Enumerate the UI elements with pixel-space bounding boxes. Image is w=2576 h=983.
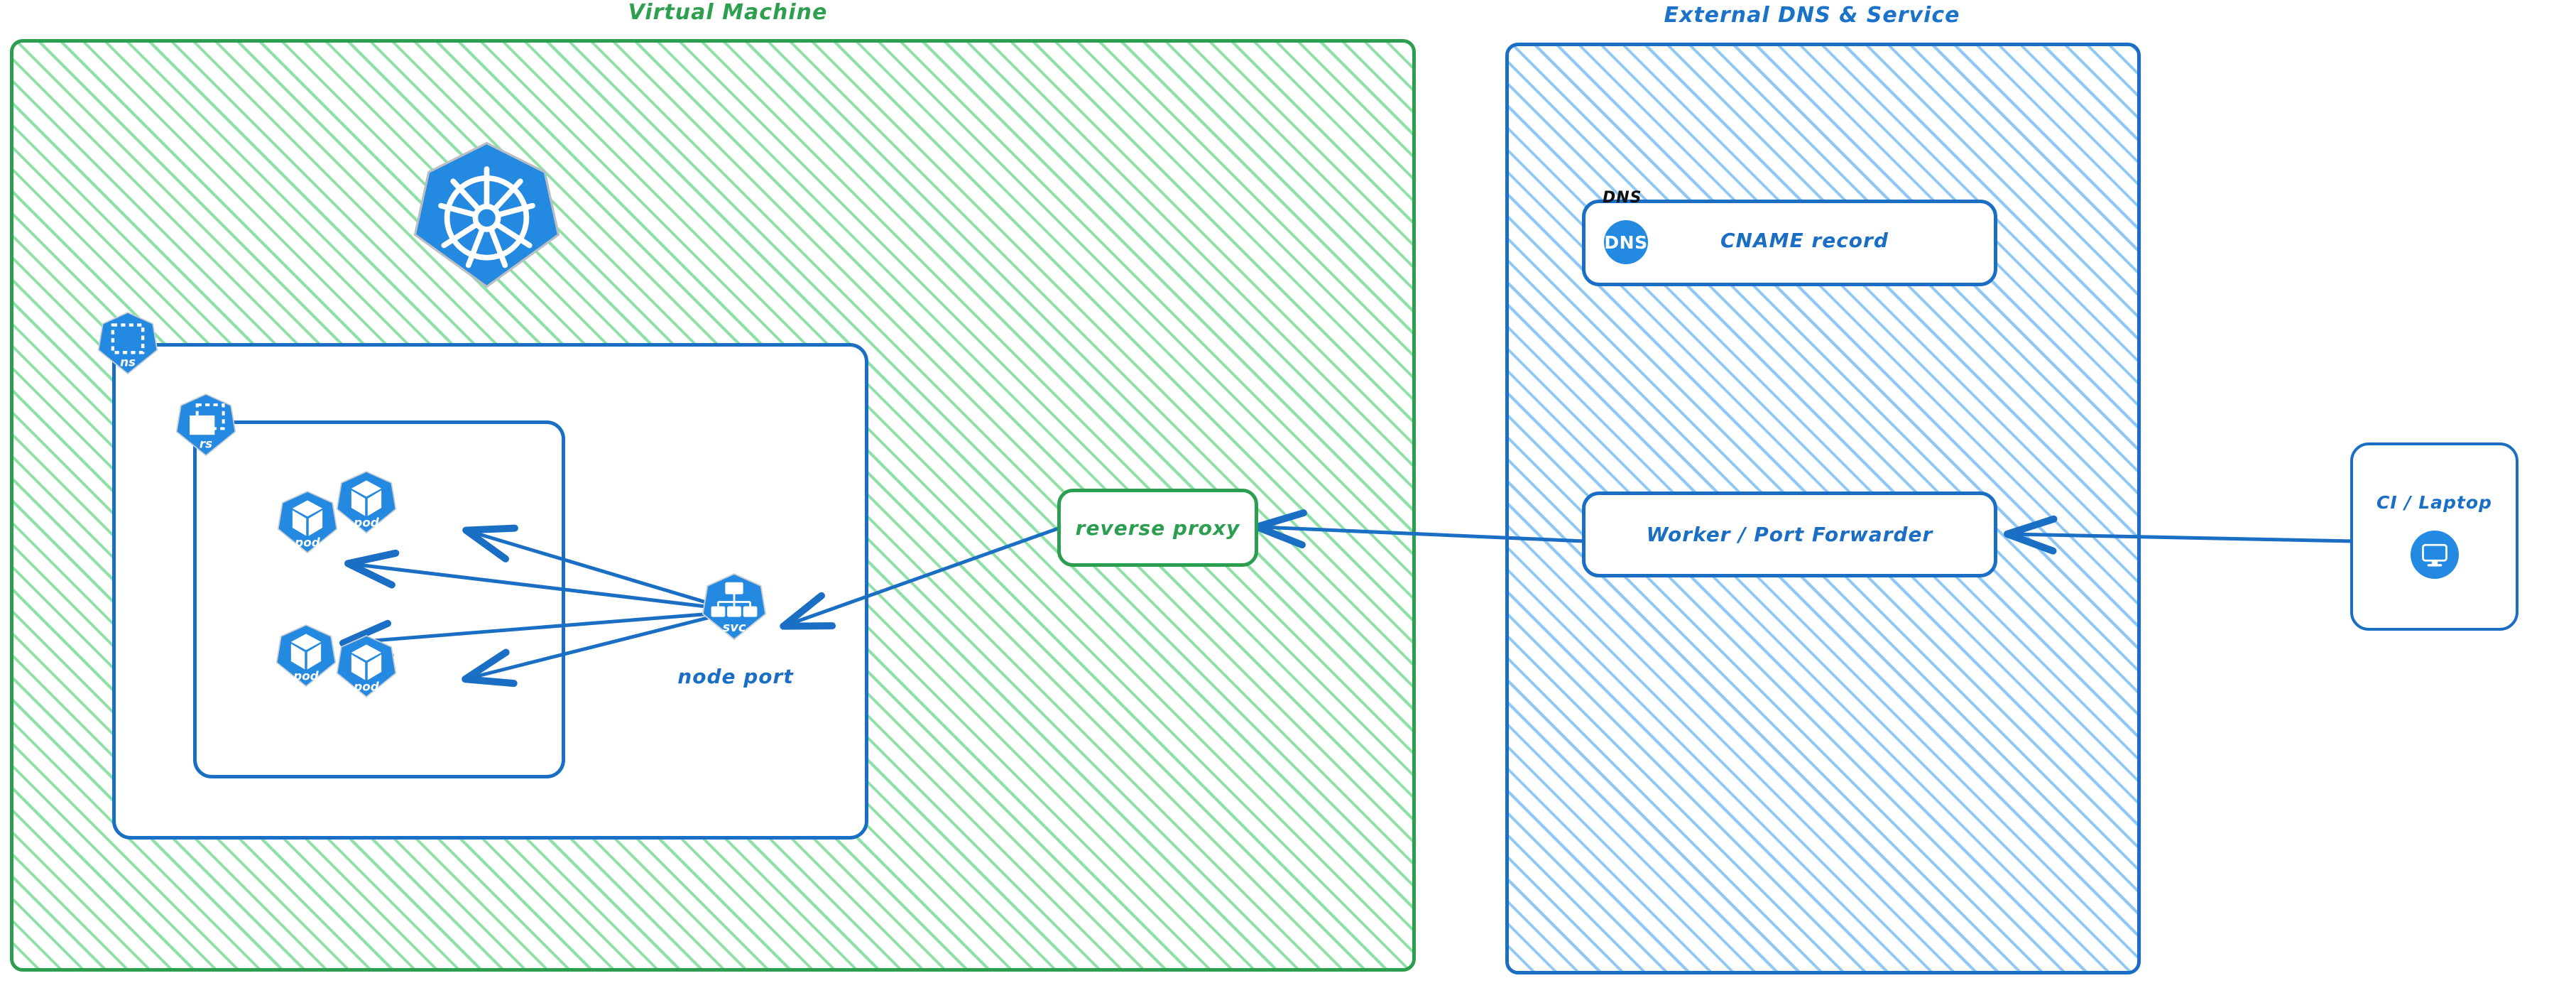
reverse-proxy-box[interactable]: reverse proxy — [1057, 489, 1258, 567]
pod-icon-3: pod — [275, 624, 337, 689]
svg-text:svc: svc — [723, 620, 746, 635]
node-port-caption: node port — [677, 665, 794, 688]
pod-icon-4: pod — [335, 634, 398, 700]
dns-corner-label: DNS — [1603, 189, 1642, 207]
namespace-icon: ns — [97, 311, 159, 376]
edge-worker-to-reverse-proxy — [1253, 509, 1587, 549]
desktop-monitor-icon — [2410, 531, 2459, 579]
dns-badge-icon: DNS — [1604, 220, 1648, 264]
reverse-proxy-label: reverse proxy — [1075, 516, 1240, 540]
ci-laptop-label: CI / Laptop — [2376, 492, 2492, 513]
svg-text:pod: pod — [294, 535, 320, 549]
kubernetes-logo-icon — [410, 139, 563, 291]
pod-icon-2: pod — [335, 470, 398, 536]
dns-cname-card[interactable]: DNS DNS CNAME record — [1582, 189, 1997, 286]
svg-text:pod: pod — [293, 668, 319, 683]
worker-port-forwarder-box[interactable]: Worker / Port Forwarder — [1582, 492, 1997, 577]
dns-badge-text: DNS — [1604, 232, 1648, 253]
edge-service-to-pod-3 — [339, 610, 732, 659]
edge-service-to-pod-2 — [462, 524, 732, 612]
edge-reverse-proxy-to-service — [780, 525, 1064, 630]
svg-text:ns: ns — [120, 355, 136, 369]
ci-laptop-box[interactable]: CI / Laptop — [2350, 442, 2518, 631]
service-icon: svc — [701, 572, 768, 642]
svg-text:pod: pod — [353, 679, 379, 693]
worker-port-forwarder-label: Worker / Port Forwarder — [1646, 523, 1933, 546]
pod-icon-1: pod — [276, 490, 339, 555]
edge-service-to-pod-4 — [462, 610, 732, 688]
replicaset-icon: rs — [175, 393, 237, 458]
group-title-external-dns-service: External DNS & Service — [1664, 3, 1960, 28]
edge-ci-laptop-to-worker — [2004, 515, 2357, 555]
svg-text:pod: pod — [353, 515, 379, 529]
svg-text:rs: rs — [200, 437, 212, 451]
cname-record-label: CNAME record — [1720, 229, 1889, 252]
edge-service-to-pod-1 — [344, 549, 732, 612]
group-title-virtual-machine: Virtual Machine — [628, 0, 828, 25]
